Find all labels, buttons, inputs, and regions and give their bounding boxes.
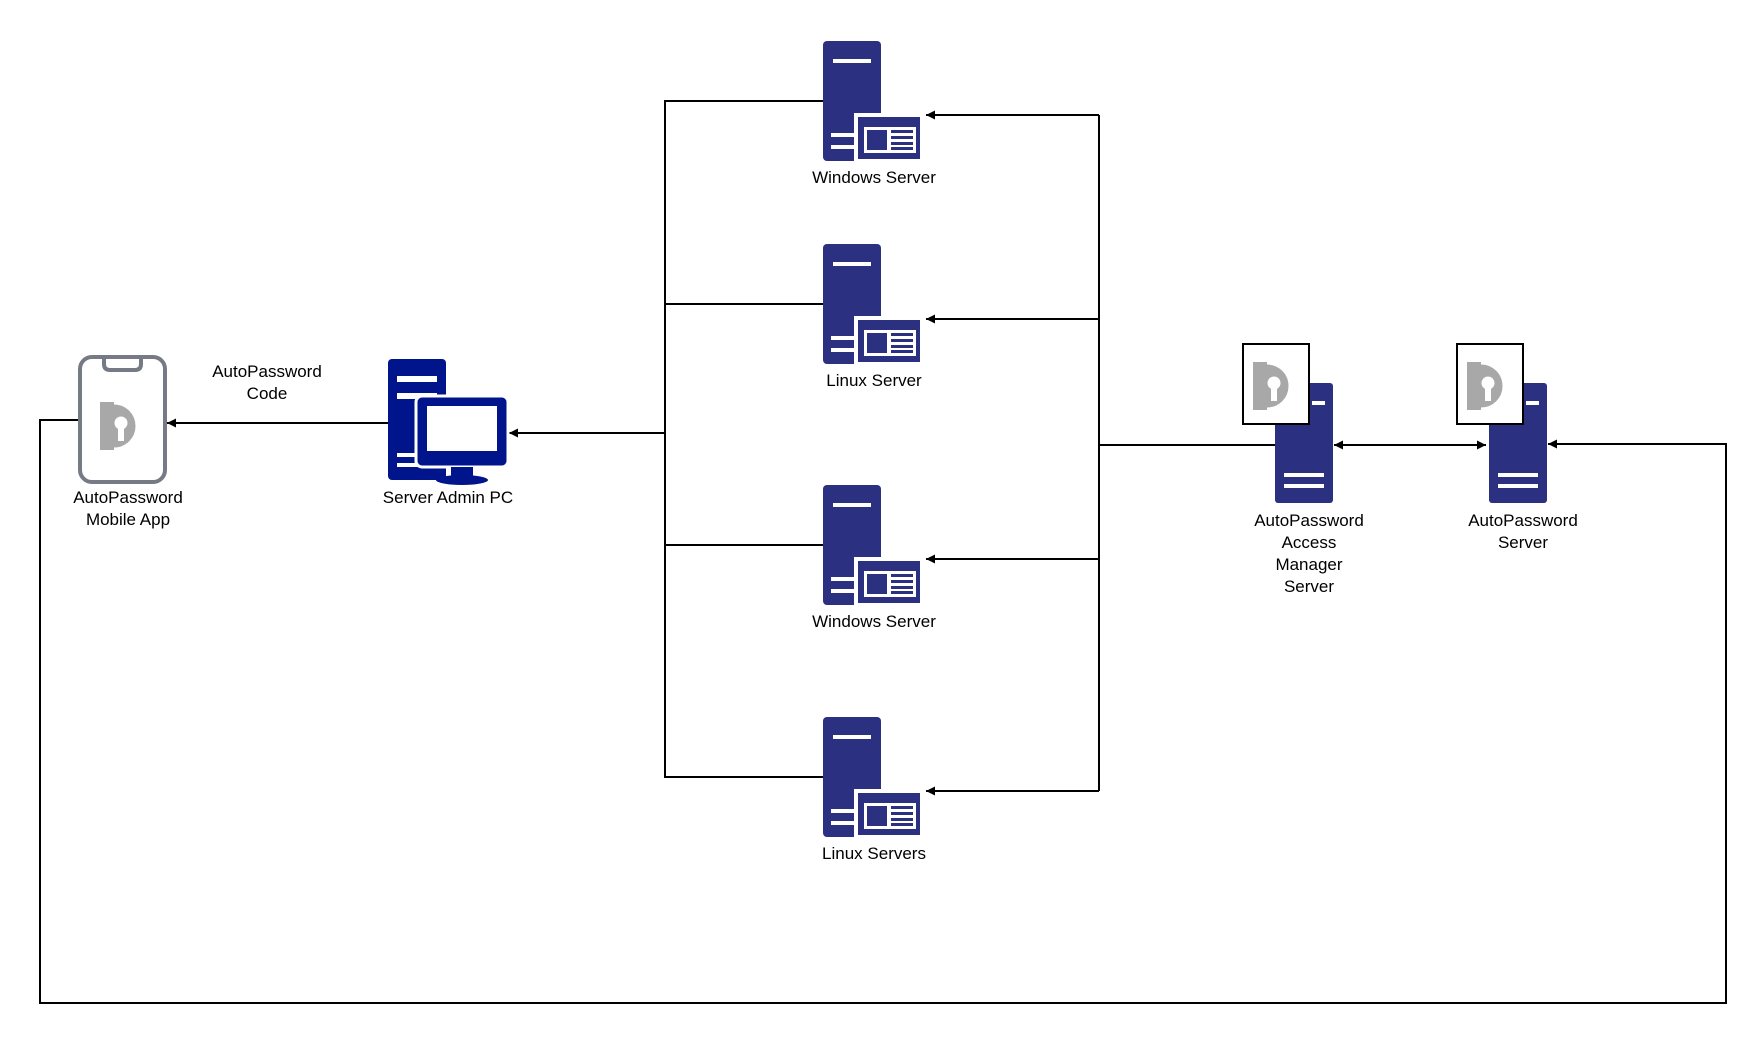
connector-server3-bus <box>664 433 823 546</box>
desktop-computer-icon <box>388 359 510 485</box>
access-manager-label-line1: AutoPassword <box>1254 511 1364 530</box>
server2-label: Linux Server <box>826 371 922 390</box>
server3-label: Windows Server <box>812 612 936 631</box>
ap-server-label: AutoPassword Server <box>1443 510 1603 554</box>
connector-server1-bus <box>664 100 823 433</box>
access-manager-label-line3: Manager <box>1275 555 1343 574</box>
connector-mobile-app-loop <box>39 419 1727 1004</box>
code-edge-label-line1: AutoPassword <box>212 362 322 381</box>
code-edge-label: AutoPassword Code <box>187 361 347 405</box>
access-manager-logo-icon <box>1242 343 1310 425</box>
admin-pc-label: Server Admin PC <box>382 488 514 507</box>
ap-server-label-line2: Server <box>1497 533 1549 552</box>
connectors <box>39 100 1727 1004</box>
server1-icon <box>823 41 924 163</box>
server2-icon <box>823 244 924 366</box>
access-manager-label-line2: Access <box>1281 533 1337 552</box>
mobile-app-label-line1: AutoPassword <box>73 488 183 507</box>
ap-server-logo-icon <box>1456 343 1524 425</box>
server1-label: Windows Server <box>812 168 936 187</box>
ap-server-label-line1: AutoPassword <box>1468 511 1578 530</box>
access-manager-label: AutoPassword Access Manager Server <box>1229 510 1389 598</box>
server3-icon <box>823 485 924 607</box>
connector-server4-bus <box>664 545 823 778</box>
access-manager-label-line4: Server <box>1283 577 1335 596</box>
code-edge-label-line2: Code <box>246 384 288 403</box>
mobile-app-label-line2: Mobile App <box>85 510 171 529</box>
mobile-phone-icon <box>78 355 167 484</box>
server4-icon <box>823 717 924 839</box>
server4-label: Linux Servers <box>822 844 926 863</box>
mobile-app-label: AutoPassword Mobile App <box>48 487 208 531</box>
